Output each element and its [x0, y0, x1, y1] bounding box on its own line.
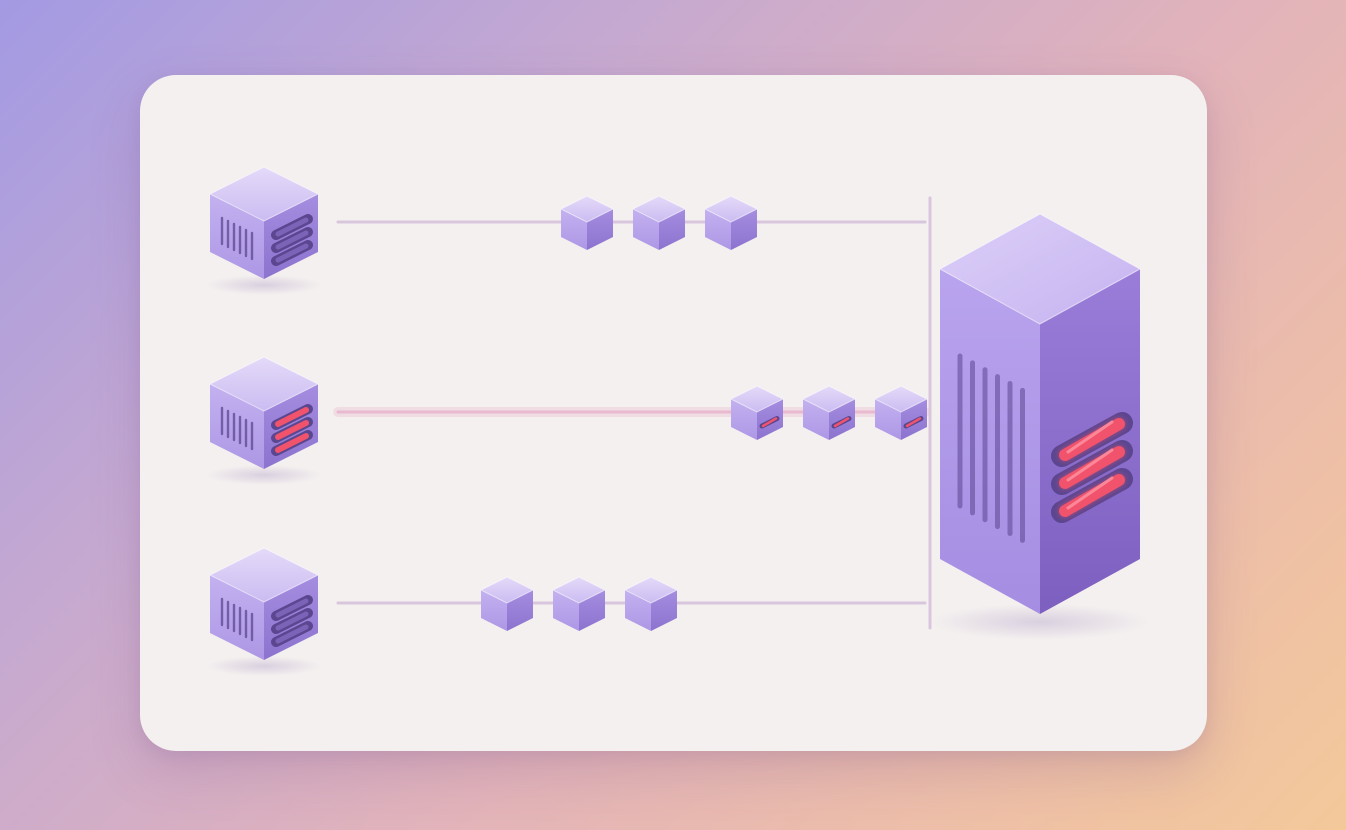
diagram-objects: [206, 166, 1150, 676]
server-tower: [939, 213, 1141, 614]
packet-1-1: [560, 195, 614, 250]
server-slot-fill-1: [1059, 418, 1125, 461]
client-shadow-2: [206, 465, 322, 485]
client-shadow-1: [206, 275, 322, 295]
server-slot-highlight-3: [1066, 476, 1114, 510]
packet-slot-fill-2-2: [833, 417, 850, 428]
client-slot-fill-2-1: [275, 407, 309, 427]
client-slot-fill-3-1: [275, 598, 309, 618]
client-slot-fill-2-2: [275, 420, 309, 440]
packet-1-3: [704, 195, 758, 250]
packet-1-2: [632, 195, 686, 250]
server-slot-fill-3: [1059, 474, 1125, 517]
server-shadow: [930, 604, 1150, 640]
packet-3-3: [624, 576, 678, 631]
client-cube-3: [209, 547, 319, 660]
server-slot-fill-2: [1059, 446, 1125, 489]
packet-2-2: [802, 385, 856, 440]
client-cube-1: [209, 166, 319, 279]
client-slot-fill-1-2: [275, 230, 309, 250]
client-slot-fill-1-3: [275, 243, 309, 263]
server-slot-highlight-1: [1066, 420, 1114, 454]
packet-2-1: [730, 385, 784, 440]
client-cube-2: [209, 356, 319, 469]
client-slot-fill-3-3: [275, 624, 309, 644]
client-slot-fill-2-3: [275, 433, 309, 453]
packet-slot-fill-2-1: [761, 417, 778, 428]
packet-3-2: [552, 576, 606, 631]
client-slot-fill-1-1: [275, 217, 309, 237]
packet-3-1: [480, 576, 534, 631]
client-shadow-3: [206, 656, 322, 676]
client-slot-fill-3-2: [275, 611, 309, 631]
server-slot-highlight-2: [1066, 448, 1114, 482]
packet-slot-fill-2-3: [905, 417, 922, 428]
packet-2-3: [874, 385, 928, 440]
